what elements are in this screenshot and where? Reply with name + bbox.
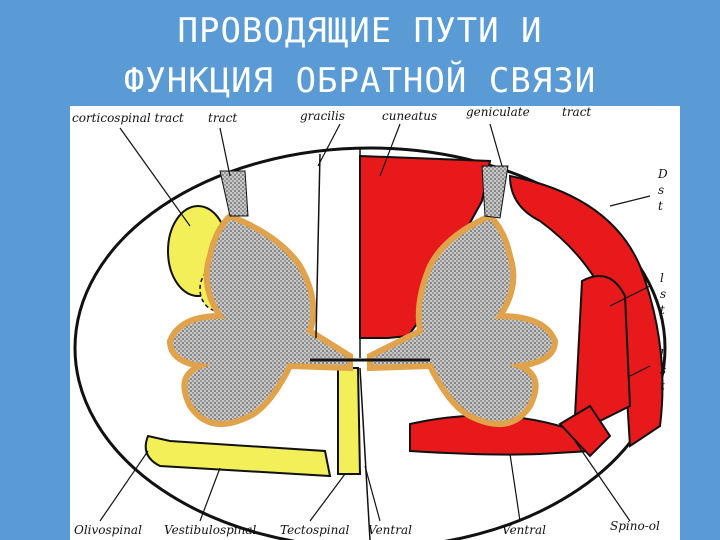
tectospinal-tract <box>337 367 362 475</box>
label-gracilis: gracilis <box>300 109 345 123</box>
dorsal-root-entry-left <box>219 170 249 217</box>
label-right-2c: t <box>660 303 665 317</box>
dorsal-spinocerebellar-tract <box>508 174 664 448</box>
label-olivospinal: Olivospinal <box>74 523 142 537</box>
label-right-3a: l <box>660 347 664 361</box>
label-right-2b: s <box>660 287 666 301</box>
title-line-2: ФУНКЦИЯ ОБРАТНОЙ СВЯЗИ <box>123 61 597 101</box>
gray-matter-right <box>367 212 559 427</box>
label-corticospinal-tract: corticospinal tract <box>72 111 184 125</box>
gray-matter-left <box>166 212 353 427</box>
label-right-3b: s <box>660 363 666 377</box>
leader-lines <box>99 123 651 522</box>
label-right-1b: s <box>658 183 664 197</box>
slide-title: ПРОВОДЯЩИЕ ПУТИ И ФУНКЦИЯ ОБРАТНОЙ СВЯЗИ <box>0 0 720 106</box>
label-tract: tract <box>208 111 237 125</box>
label-vestibulospinal: Vestibulospinal <box>164 523 257 537</box>
spino-olivary-tract <box>558 404 612 458</box>
spinal-cord-diagram: corticospinal tract tract gracilis cunea… <box>72 106 668 540</box>
label-spino-ol: Spino-ol <box>610 519 660 533</box>
label-geniculate: geniculate <box>466 106 530 119</box>
ventral-median-fissure <box>359 367 371 540</box>
vestibulospinal-tract <box>144 434 332 478</box>
label-right-1a: D <box>657 167 668 181</box>
label-ventral-right: Ventral <box>502 523 546 537</box>
dorsal-root-entry-right <box>481 165 509 219</box>
label-right-2a: l <box>660 271 664 285</box>
spinal-cord-figure: corticospinal tract tract gracilis cunea… <box>70 106 680 540</box>
fasciculus-gracilis-boundary <box>315 153 321 339</box>
label-tract-right: tract <box>562 106 591 119</box>
label-ventral-left: Ventral <box>368 523 412 537</box>
label-right-3c: t <box>660 379 665 393</box>
lateral-spinothalamic-tract <box>573 275 632 423</box>
label-tectospinal: Tectospinal <box>280 523 350 537</box>
label-cuneatus: cuneatus <box>382 109 437 123</box>
label-right-1c: t <box>658 199 663 213</box>
title-line-1: ПРОВОДЯЩИЕ ПУТИ И <box>177 11 543 51</box>
